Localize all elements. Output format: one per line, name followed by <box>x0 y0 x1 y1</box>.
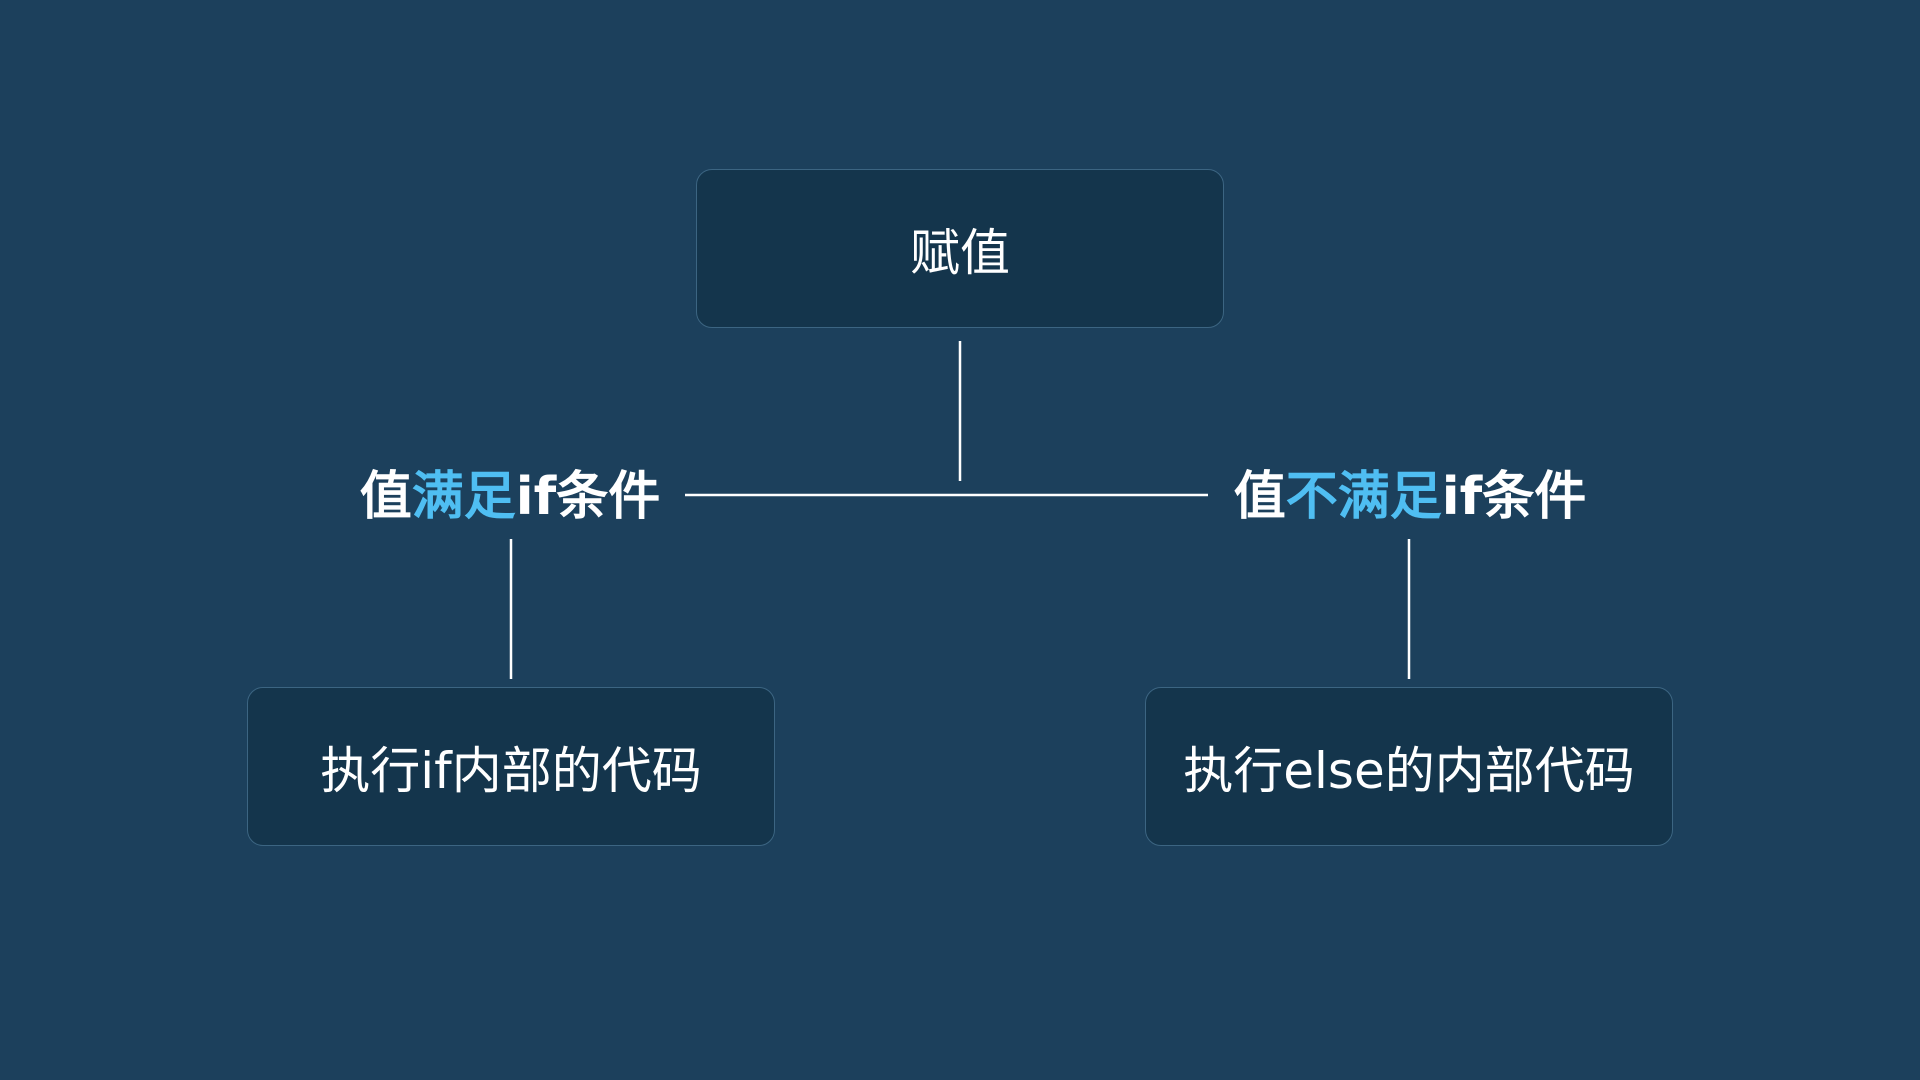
condition-true-label: 值满足if条件 <box>330 462 690 532</box>
if-branch-node: 执行if内部的代码 <box>247 687 775 846</box>
else-branch-node: 执行else的内部代码 <box>1145 687 1673 846</box>
condition-true-pre: 值 <box>359 467 412 527</box>
else-branch-node-label: 执行else的内部代码 <box>1183 741 1635 800</box>
condition-true-post: if条件 <box>515 467 661 527</box>
condition-true-highlight: 满足 <box>411 467 516 527</box>
assignment-node-label: 赋值 <box>910 223 1010 282</box>
assignment-node: 赋值 <box>696 169 1224 328</box>
condition-false-highlight: 不满足 <box>1285 467 1442 527</box>
condition-false-label: 值不满足if条件 <box>1200 462 1620 532</box>
condition-false-post: if条件 <box>1441 467 1587 527</box>
if-branch-node-label: 执行if内部的代码 <box>320 741 702 800</box>
condition-false-pre: 值 <box>1233 467 1286 527</box>
